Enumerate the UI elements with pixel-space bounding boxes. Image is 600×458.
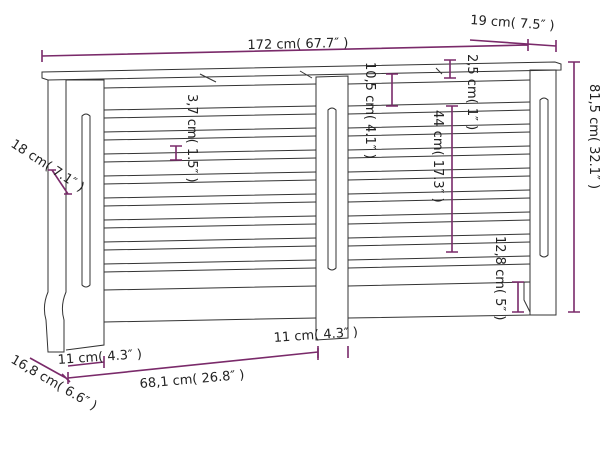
middle-post xyxy=(315,75,349,341)
depth-label: 19 cm( 7.5″ ) xyxy=(470,13,555,34)
side-depth-dimension-line xyxy=(48,169,72,195)
left-grille-slats xyxy=(103,105,317,273)
left-post xyxy=(65,79,105,351)
height-dimension-line xyxy=(568,61,580,313)
width-label: 172 cm( 67.7″ ) xyxy=(247,36,348,53)
left-leg xyxy=(43,80,67,353)
foot-height-dimension-line xyxy=(512,281,524,313)
middle-post-label: 11 cm( 4.3″ ) xyxy=(273,325,358,346)
height-label: 81,5 cm( 32.1″ ) xyxy=(586,84,600,189)
radiator-cover-outline xyxy=(41,61,562,353)
grille-height-dimension-line xyxy=(446,105,458,253)
top-board-edge xyxy=(199,67,443,83)
depth-dimension-line xyxy=(469,39,557,52)
bottom-rail xyxy=(103,314,531,323)
left-post-dimension-line xyxy=(67,356,105,368)
top-gap-label: 2,5 cm( 1″ ) xyxy=(464,54,479,130)
right-grille-frame xyxy=(347,79,531,287)
width-dimension-line xyxy=(41,39,529,62)
left-grille-frame xyxy=(103,83,317,291)
right-post-slot xyxy=(539,97,549,258)
bottom-depth-dimension-line xyxy=(29,357,71,383)
top-board xyxy=(41,61,562,81)
left-post-label: 11 cm( 4.3″ ) xyxy=(57,347,142,368)
foot-height-label: 12,8 cm( 5″ ) xyxy=(492,236,507,320)
middle-post-slot xyxy=(327,107,337,271)
opening-dimension-line xyxy=(386,73,398,107)
middle-post-dimension-line xyxy=(317,346,349,360)
grille-height-label: 44 cm( 17.3″ ) xyxy=(430,110,445,203)
left-post-slot xyxy=(81,113,91,288)
top-gap-dimension-line xyxy=(444,59,456,79)
slat-spacing-dimension-line xyxy=(170,145,182,161)
right-post xyxy=(529,69,557,316)
slat-spacing-label: 3,7 cm( 1.5″ ) xyxy=(184,94,199,183)
opening-label: 10,5 cm( 4.1″ ) xyxy=(362,62,377,159)
dimension-lines xyxy=(29,39,580,384)
right-foot xyxy=(523,281,531,315)
panel-width-dimension-line xyxy=(67,346,319,384)
right-grille-slats xyxy=(347,101,531,269)
panel-width-label: 68,1 cm( 26.8″ ) xyxy=(139,368,245,392)
side-depth-label: 18 cm( 7.1″ ) xyxy=(8,137,87,196)
